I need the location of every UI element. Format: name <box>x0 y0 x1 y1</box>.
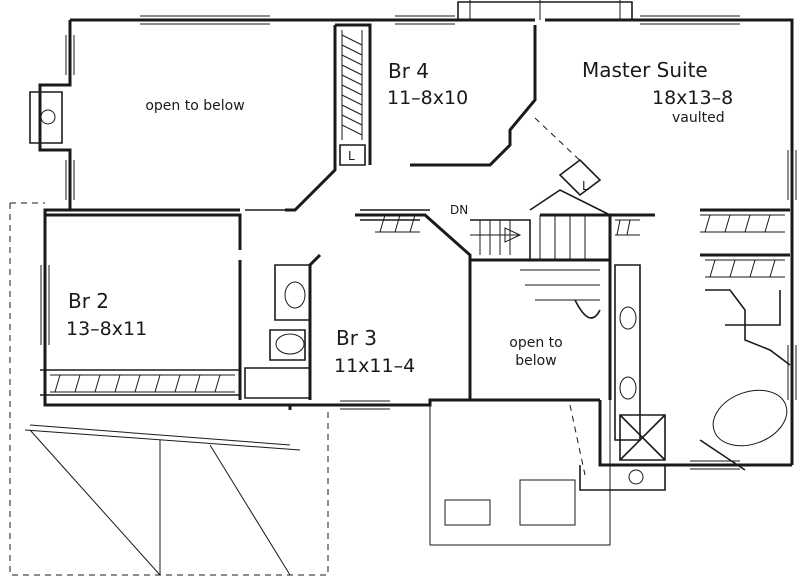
garage-outline <box>9 202 329 576</box>
master-suite-note: vaulted <box>672 110 725 126</box>
room-labels: open to below Br 4 11–8x10 Master Suite … <box>66 58 733 377</box>
stair-down-label: DN <box>450 203 468 217</box>
br2-size: 13–8x11 <box>66 318 147 340</box>
staircase <box>470 189 611 319</box>
linen-closet-label-br4: L <box>348 149 355 163</box>
br2-name: Br 2 <box>68 289 109 313</box>
br4-size: 11–8x10 <box>387 87 468 109</box>
br3-size: 11x11–4 <box>334 355 415 377</box>
deck-outline <box>429 400 611 546</box>
open-to-below-stair-label-1: open to <box>509 335 562 351</box>
br4-name: Br 4 <box>388 59 429 83</box>
br3-name: Br 3 <box>336 326 377 350</box>
interior-walls <box>40 23 791 471</box>
master-suite-size: 18x13–8 <box>652 87 733 109</box>
exterior-walls <box>29 0 794 491</box>
open-to-below-top-label: open to below <box>145 98 244 114</box>
closet-hatching <box>50 30 785 393</box>
master-suite-name: Master Suite <box>582 58 708 82</box>
windows <box>40 15 797 470</box>
open-to-below-stair-label-2: below <box>515 353 556 369</box>
linen-closet-label-hall: L <box>582 179 589 193</box>
